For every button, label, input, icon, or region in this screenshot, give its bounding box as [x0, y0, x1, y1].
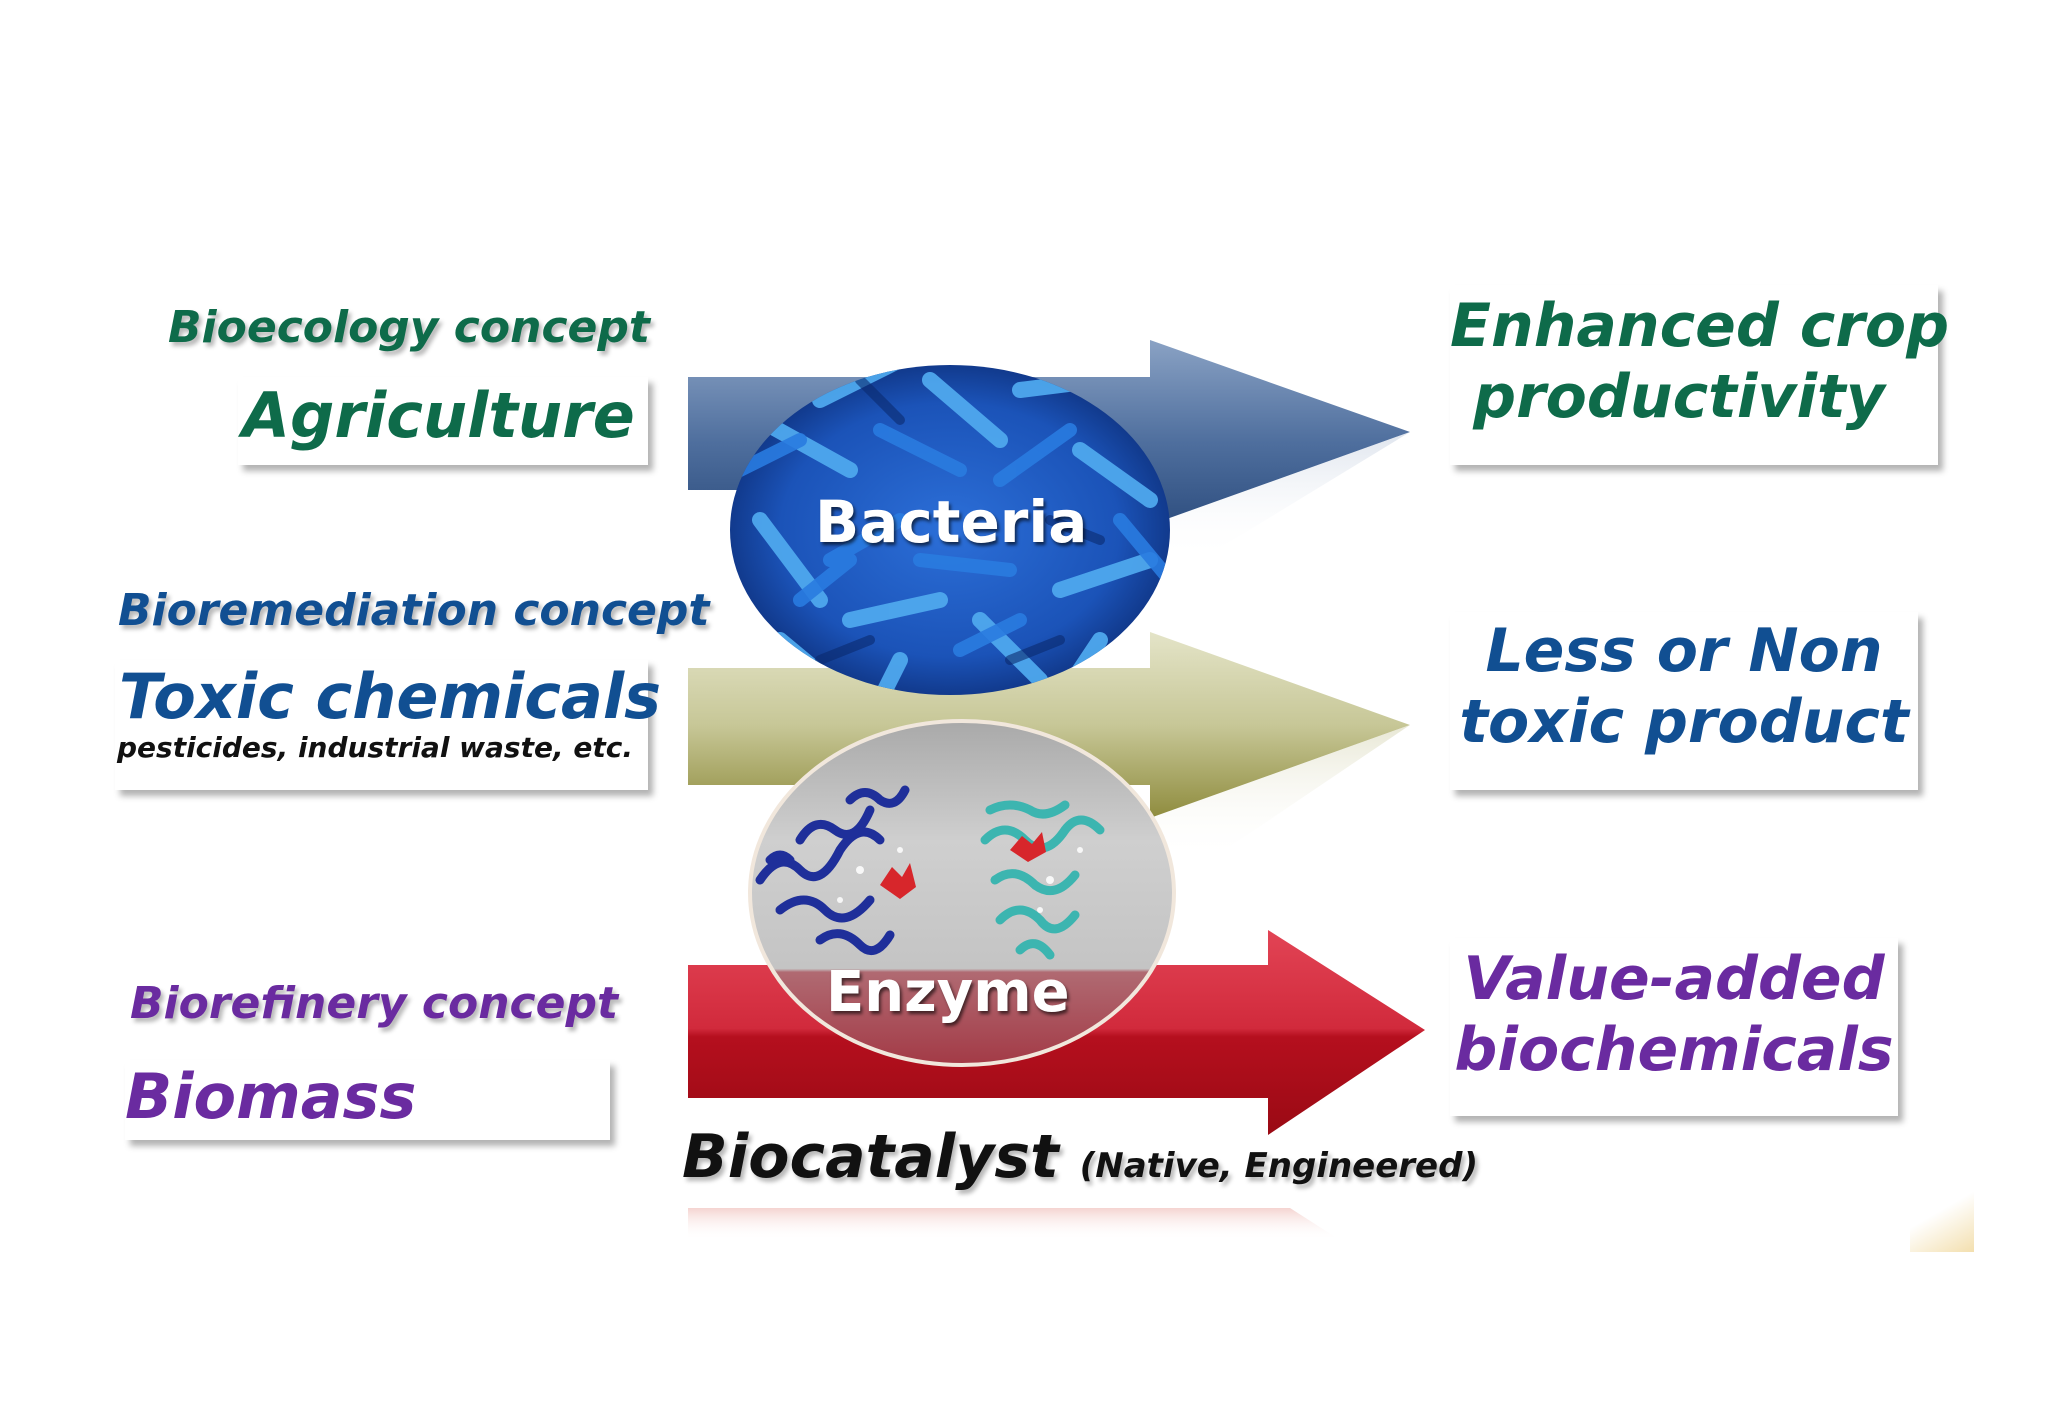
concept-label-bioremediation: Bioremediation concept: [118, 585, 710, 636]
biocatalyst-caption: Biocatalyst (Native, Engineered): [682, 1122, 1478, 1192]
bacteria-image: [730, 365, 1170, 695]
input-note-toxic: pesticides, industrial waste, etc.: [117, 731, 633, 765]
input-box-toxic: Toxic chemicals pesticides, industrial w…: [115, 660, 662, 790]
enzyme-label: Enzyme: [826, 960, 1070, 1025]
output-line-1: Value-added: [1463, 944, 1885, 1014]
bacteria-label: Bacteria: [815, 488, 1088, 556]
output-box-nontoxic: Less or Non toxic product: [1450, 612, 1918, 790]
input-box-agriculture: Agriculture: [238, 377, 648, 465]
output-line-2: productivity: [1473, 361, 1885, 432]
concept-label-biorefinery: Biorefinery concept: [130, 978, 618, 1029]
output-box-crop: Enhanced crop productivity: [1450, 285, 1950, 465]
input-label-agriculture: Agriculture: [242, 379, 635, 452]
input-label-toxic: Toxic chemicals: [119, 660, 662, 733]
biocatalyst-label: Biocatalyst: [682, 1122, 1059, 1192]
concept-label-bioecology: Bioecology concept: [168, 302, 650, 353]
output-line-2: toxic product: [1459, 686, 1909, 757]
output-line-1: Enhanced crop: [1450, 291, 1950, 361]
output-line-1: Less or Non: [1485, 616, 1883, 686]
biocatalyst-note: (Native, Engineered): [1079, 1146, 1478, 1186]
output-box-biochemicals: Value-added biochemicals: [1450, 938, 1898, 1116]
output-line-2: biochemicals: [1454, 1014, 1894, 1085]
input-box-biomass: Biomass: [125, 1060, 610, 1140]
input-label-biomass: Biomass: [125, 1060, 417, 1133]
corner-decoration: [1910, 1178, 1974, 1252]
enzyme-image: [748, 719, 1176, 1067]
